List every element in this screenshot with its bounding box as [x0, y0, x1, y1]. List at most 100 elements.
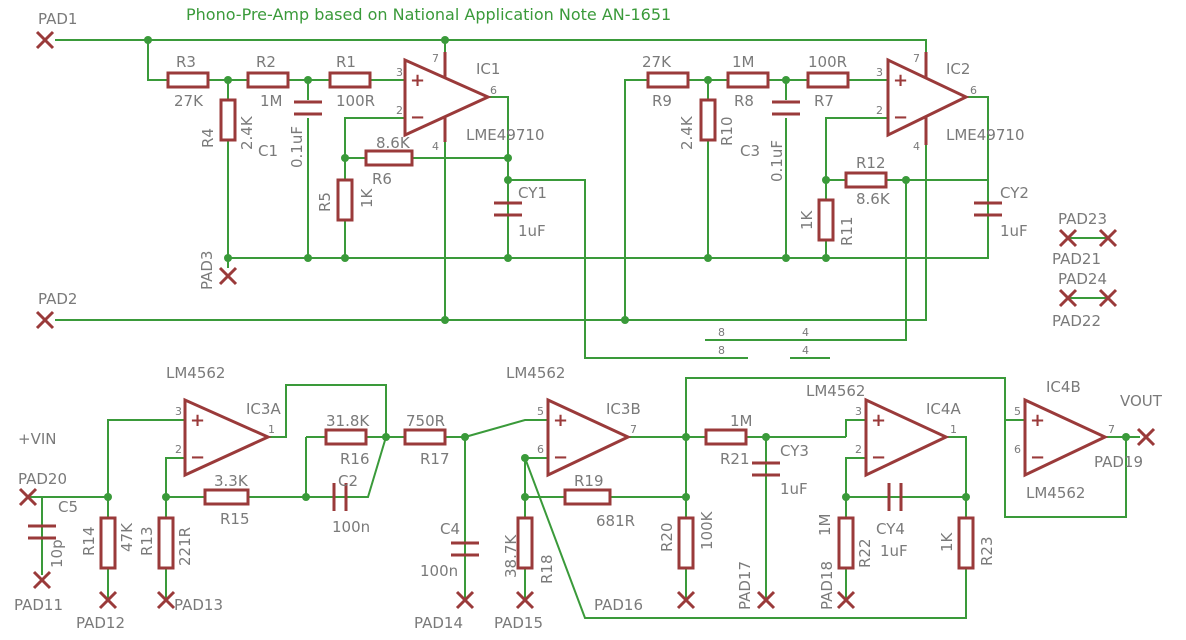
ic3a-triangle[interactable] — [183, 397, 272, 478]
r14-body[interactable] — [99, 516, 117, 570]
r11-body[interactable] — [817, 198, 835, 242]
r9-name: R9 — [652, 92, 672, 110]
r1-body[interactable] — [328, 71, 372, 89]
pad19-marker[interactable] — [1136, 427, 1156, 447]
pad22-label: PAD22 — [1052, 312, 1101, 330]
r17-name: R17 — [420, 450, 450, 468]
pad13-marker[interactable] — [156, 590, 176, 610]
ic1-minus-sign: − — [410, 107, 425, 128]
pin-label: 4 — [432, 140, 439, 153]
r7-body[interactable] — [806, 71, 850, 89]
r6-body[interactable] — [364, 149, 414, 167]
ic3b-minus-sign: − — [553, 447, 568, 468]
r12-body[interactable] — [844, 171, 888, 189]
pad15-marker[interactable] — [515, 590, 535, 610]
r15-value: 3.3K — [214, 472, 249, 490]
junction-dots — [104, 36, 1130, 501]
r19-value: 681R — [596, 512, 635, 530]
cy4-name: CY4 — [876, 520, 905, 538]
ic4b-triangle[interactable] — [1023, 397, 1109, 478]
pad22-marker[interactable] — [1098, 288, 1118, 308]
r3-name: R3 — [176, 53, 196, 71]
r3-body[interactable] — [166, 71, 210, 89]
r13-body[interactable] — [157, 516, 175, 570]
ic3a-value: LM4562 — [166, 364, 225, 382]
c4-symbol[interactable] — [451, 540, 479, 560]
r3-value: 27K — [174, 92, 204, 110]
pad16-marker[interactable] — [676, 590, 696, 610]
pad14-marker[interactable] — [455, 590, 475, 610]
pad16-label: PAD16 — [594, 596, 643, 614]
c5-symbol[interactable] — [28, 515, 56, 550]
pad-markers — [18, 30, 1156, 610]
cy1-name: CY1 — [518, 184, 547, 202]
pin-label: 3 — [876, 66, 883, 79]
r5-body[interactable] — [336, 178, 354, 222]
r23-name: R23 — [978, 536, 996, 566]
r6-value: 8.6K — [376, 134, 411, 152]
pin-label: 2 — [876, 104, 883, 117]
r8-body[interactable] — [726, 71, 770, 89]
r10-body[interactable] — [699, 98, 717, 142]
r22-value: 1M — [816, 514, 834, 537]
r18-name: R18 — [538, 554, 556, 584]
r11-value: 1K — [798, 209, 816, 230]
r4-body[interactable] — [219, 98, 237, 142]
r15-body[interactable] — [203, 488, 250, 506]
r22-name: R22 — [856, 538, 874, 568]
ic3b-value: LM4562 — [506, 364, 565, 382]
r14-name: R14 — [80, 526, 98, 556]
r14-value: 47K — [118, 522, 136, 552]
c1-name: C1 — [258, 142, 278, 160]
c2-name: C2 — [338, 472, 358, 490]
c3-name: C3 — [740, 142, 760, 160]
r20-body[interactable] — [677, 516, 695, 570]
cy4-symbol[interactable] — [886, 483, 904, 511]
pad3-marker[interactable] — [218, 266, 238, 286]
resistors — [99, 71, 975, 570]
pad1-marker[interactable] — [35, 30, 55, 50]
r23-value: 1K — [938, 531, 956, 552]
c2-symbol[interactable] — [328, 483, 350, 511]
pad23-marker[interactable] — [1058, 228, 1078, 248]
c3-symbol[interactable] — [772, 100, 800, 116]
r21-body[interactable] — [704, 428, 748, 446]
r16-body[interactable] — [324, 428, 368, 446]
pin-label: 7 — [913, 52, 920, 65]
r12-value: 8.6K — [856, 190, 891, 208]
pin-label: 8 — [718, 326, 725, 339]
pad20-marker[interactable] — [18, 487, 38, 507]
cy2-name: CY2 — [1000, 184, 1029, 202]
r7-name: R7 — [814, 92, 834, 110]
pad17-marker[interactable] — [756, 590, 776, 610]
r11-name: R11 — [838, 216, 856, 246]
r22-body[interactable] — [837, 516, 855, 570]
ic3b-triangle[interactable] — [546, 397, 632, 478]
ic1-plus-sign: + — [410, 70, 425, 91]
pad2-marker[interactable] — [35, 310, 55, 330]
c1-symbol[interactable] — [294, 100, 322, 116]
r18-body[interactable] — [516, 516, 534, 570]
pad24-marker[interactable] — [1058, 288, 1078, 308]
cy3-symbol[interactable] — [752, 460, 780, 478]
pin-label: 6 — [537, 443, 544, 456]
c4-name: C4 — [440, 520, 460, 538]
r2-body[interactable] — [246, 71, 290, 89]
r17-body[interactable] — [403, 428, 447, 446]
pad11-marker[interactable] — [32, 570, 52, 590]
r19-body[interactable] — [563, 488, 612, 506]
pin-label: 2 — [396, 104, 403, 117]
pad18-marker[interactable] — [836, 590, 856, 610]
cy1-symbol[interactable] — [494, 200, 522, 220]
r18-value: 38.7K — [502, 534, 520, 578]
cy1-value: 1uF — [518, 222, 546, 240]
pad21-marker[interactable] — [1098, 228, 1118, 248]
r23-body[interactable] — [957, 516, 975, 570]
wires — [30, 39, 1140, 619]
pad12-marker[interactable] — [98, 590, 118, 610]
pin-label: 4 — [913, 140, 920, 153]
ic4a-triangle[interactable] — [864, 397, 950, 478]
cy2-symbol[interactable] — [974, 200, 1002, 220]
r9-body[interactable] — [646, 71, 690, 89]
r1-value: 100R — [336, 92, 375, 110]
